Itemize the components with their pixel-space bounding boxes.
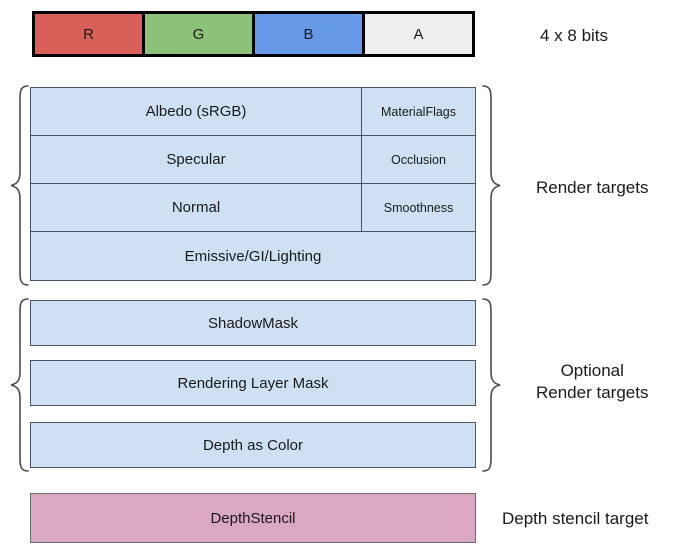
- brace-right-optional-targets: [481, 297, 503, 473]
- render-target-smoothness: Smoothness: [362, 184, 475, 231]
- brace-right-render-targets: [481, 84, 503, 287]
- table-row: Albedo (sRGB) MaterialFlags: [31, 88, 475, 136]
- caption-depth-stencil-target: Depth stencil target: [502, 509, 649, 528]
- channel-cell-b: B: [255, 14, 365, 54]
- depth-stencil-box: DepthStencil: [30, 493, 476, 543]
- render-target-normal: Normal: [31, 184, 362, 231]
- rgba-channel-bar: R G B A: [32, 11, 475, 57]
- render-target-specular: Specular: [31, 136, 362, 183]
- caption-optional-render-targets: Optional Render targets: [536, 361, 649, 402]
- optional-target-depth-as-color: Depth as Color: [30, 422, 476, 468]
- render-target-albedo: Albedo (sRGB): [31, 88, 362, 135]
- channel-cell-r: R: [35, 14, 145, 54]
- render-target-emissive-gi-lighting: Emissive/GI/Lighting: [31, 232, 475, 280]
- brace-left-optional-targets: [8, 297, 30, 473]
- caption-bit-depth: 4 x 8 bits: [540, 26, 609, 45]
- brace-left-render-targets: [8, 84, 30, 287]
- render-target-material-flags: MaterialFlags: [362, 88, 475, 135]
- channel-cell-a: A: [365, 14, 472, 54]
- optional-target-rendering-layer-mask: Rendering Layer Mask: [30, 360, 476, 406]
- channel-cell-g: G: [145, 14, 255, 54]
- table-row: Emissive/GI/Lighting: [31, 232, 475, 280]
- render-targets-table: Albedo (sRGB) MaterialFlags Specular Occ…: [30, 87, 476, 281]
- table-row: Normal Smoothness: [31, 184, 475, 232]
- table-row: Specular Occlusion: [31, 136, 475, 184]
- render-target-occlusion: Occlusion: [362, 136, 475, 183]
- optional-target-shadowmask: ShadowMask: [30, 300, 476, 346]
- caption-render-targets: Render targets: [536, 178, 649, 197]
